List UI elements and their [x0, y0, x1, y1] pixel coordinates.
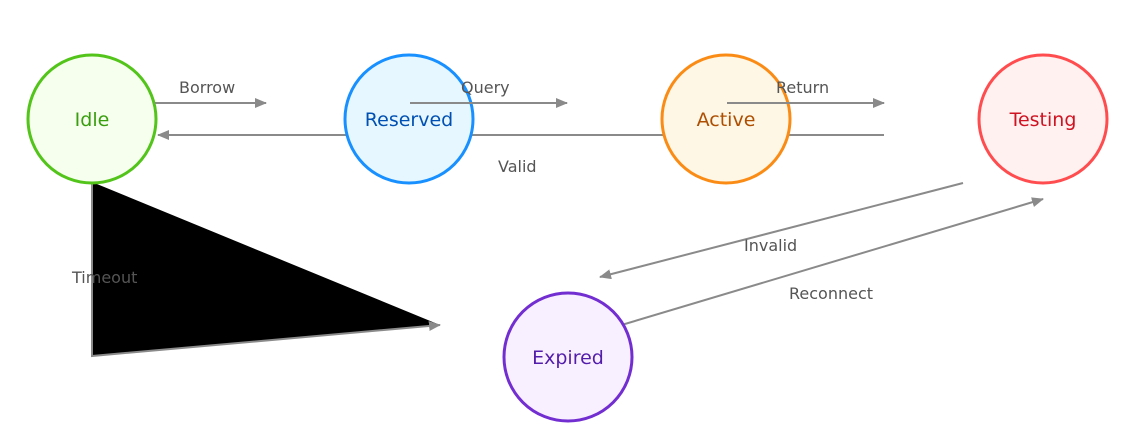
node-idle-label: Idle — [75, 109, 110, 131]
node-testing-circle — [977, 53, 1109, 185]
timeout-fill-shape — [92, 182, 440, 356]
edge-label-borrow: Borrow — [179, 78, 235, 97]
node-active[interactable]: Active — [660, 53, 792, 185]
edge-return: Return — [727, 78, 885, 108]
node-idle[interactable]: Idle — [26, 53, 158, 185]
edge-label-reconnect: Reconnect — [789, 284, 873, 303]
edge-label-timeout: Timeout — [71, 268, 137, 287]
node-expired-label: Expired — [532, 347, 604, 369]
node-expired[interactable]: Expired — [502, 291, 634, 423]
node-active-label: Active — [697, 109, 756, 131]
node-reserved[interactable]: Reserved — [343, 53, 475, 185]
node-active-circle — [660, 53, 792, 185]
edge-label-return: Return — [776, 78, 829, 97]
node-reserved-label: Reserved — [365, 109, 453, 131]
edge-borrow: Borrow — [155, 78, 267, 108]
edge-reconnect: Reconnect — [567, 197, 1044, 342]
edge-label-query: Query — [461, 78, 510, 97]
edge-label-valid: Valid — [498, 157, 537, 176]
node-testing-label: Testing — [1009, 109, 1077, 131]
edge-query: Query — [410, 78, 568, 108]
node-reserved-circle — [343, 53, 475, 185]
node-testing[interactable]: Testing — [977, 53, 1109, 185]
edge-label-invalid: Invalid — [744, 236, 797, 255]
reconnect-arrow-line — [567, 197, 1044, 342]
edge-invalid: Invalid — [599, 182, 964, 280]
invalid-arrow-line — [599, 182, 964, 280]
timeout-arrow-line — [91, 182, 441, 358]
node-expired-circle — [502, 291, 634, 423]
node-idle-circle — [26, 53, 158, 185]
edge-timeout: Timeout — [71, 182, 441, 358]
